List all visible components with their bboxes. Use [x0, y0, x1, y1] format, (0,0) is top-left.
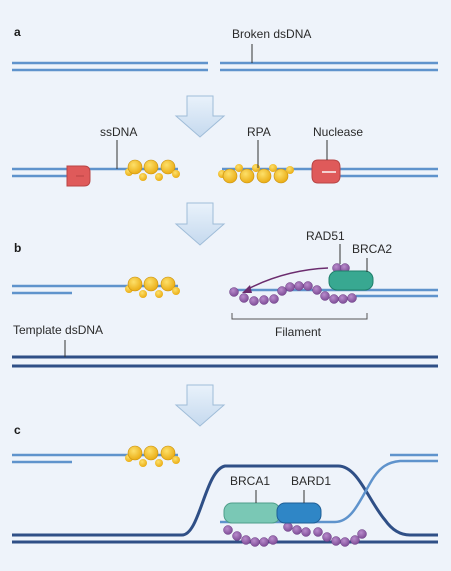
brca2-label: BRCA2 — [352, 242, 392, 256]
panel-label-b: b — [14, 241, 21, 255]
rad51-label: RAD51 — [306, 229, 345, 243]
rpa-label: RPA — [247, 125, 271, 139]
template-dsdna — [12, 355, 438, 368]
step-arrow-2 — [174, 202, 226, 246]
loading-arrow — [245, 267, 329, 291]
bard1-label: BARD1 — [291, 474, 331, 488]
broken-dsdna-label: Broken dsDNA — [232, 27, 311, 41]
step-arrow-1 — [174, 95, 226, 138]
filament-bracket — [231, 313, 368, 320]
rpa-cluster-c — [125, 445, 180, 467]
rpa-cluster-right — [218, 164, 294, 184]
step-arrow-3 — [174, 384, 226, 427]
broken-dsdna-left — [12, 61, 208, 72]
rad51-on-brca2 — [332, 263, 350, 273]
rad51-filament — [229, 281, 357, 306]
template-displaced-strand — [12, 464, 438, 537]
brca1-label: BRCA1 — [230, 474, 270, 488]
brca2-protein — [328, 270, 374, 291]
nuclease-left — [66, 165, 91, 187]
brca1-protein — [223, 502, 281, 524]
filament-label: Filament — [275, 325, 322, 339]
invading-strand — [220, 459, 438, 524]
bard1-protein — [276, 502, 322, 524]
rpa-cluster-b — [125, 276, 180, 298]
nuclease-label: Nuclease — [313, 125, 363, 139]
ssdna-label: ssDNA — [100, 125, 137, 139]
template-dsdna-label: Template dsDNA — [13, 323, 103, 337]
rpa-cluster-left — [125, 159, 180, 181]
panel-label-a: a — [14, 25, 21, 39]
panel-label-c: c — [14, 423, 21, 437]
rad51-filament-c — [223, 522, 367, 547]
broken-dsdna-right — [220, 61, 438, 72]
filament-dna — [230, 288, 438, 298]
